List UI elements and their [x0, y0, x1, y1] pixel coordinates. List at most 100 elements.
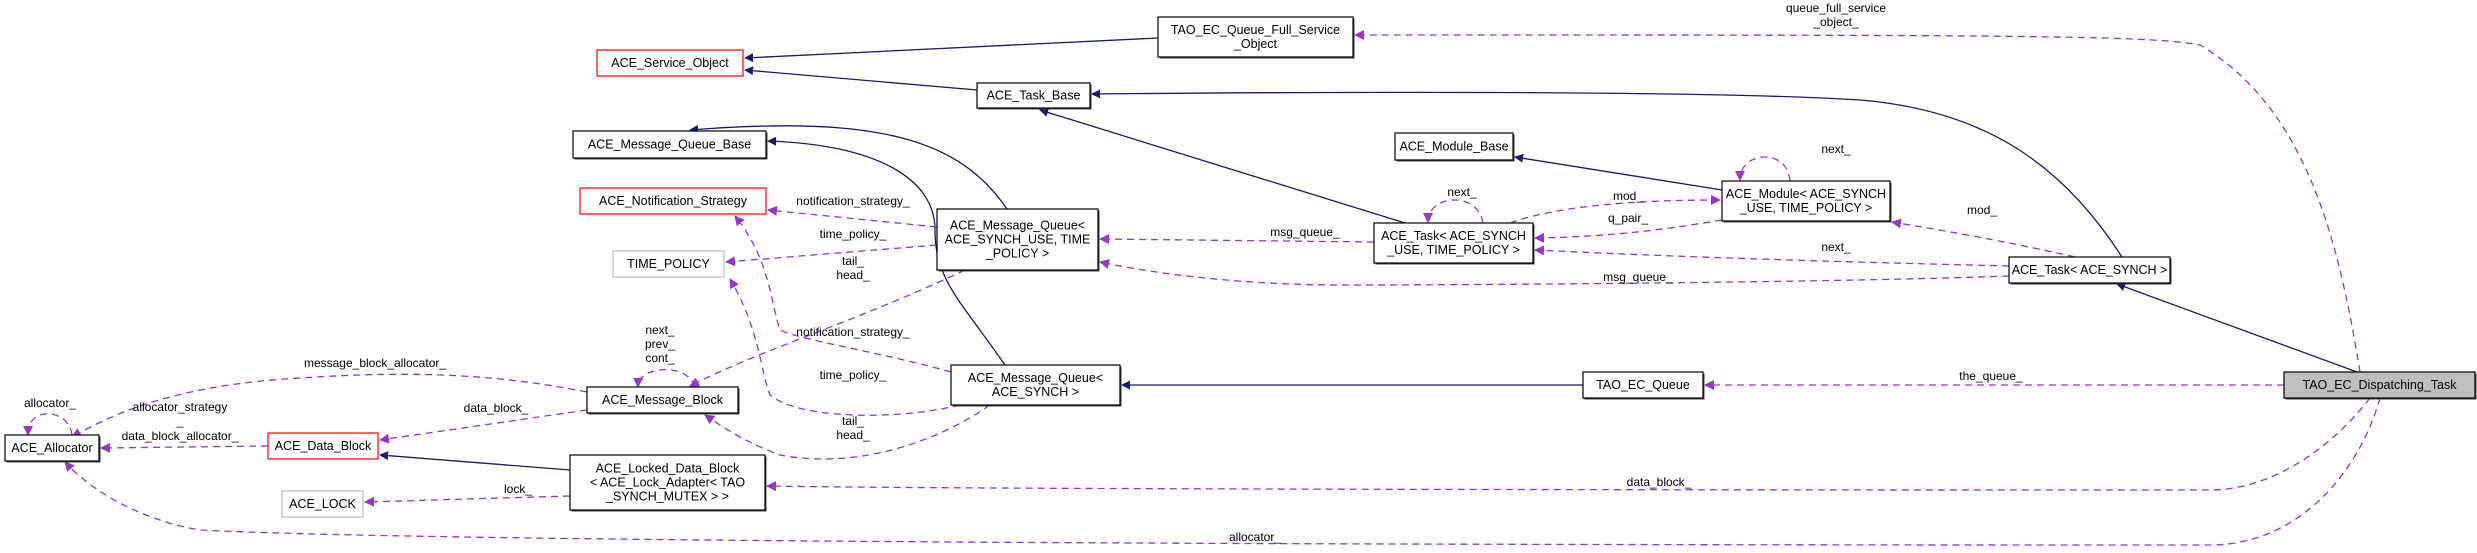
node-label: ACE_Allocator — [11, 441, 92, 455]
node-label: ACE_Service_Object — [611, 56, 729, 70]
edge-label: next_ — [1821, 240, 1851, 254]
edge-task-synch-task-tp — [1534, 245, 2010, 267]
node-box — [572, 130, 767, 159]
node-box — [267, 432, 379, 460]
edge-label: head_ — [836, 268, 870, 282]
node-label: ACE_Notification_Strategy — [599, 194, 748, 208]
class-node-task-synch[interactable]: ACE_Task< ACE_SYNCH > — [2008, 256, 2172, 285]
edge-task-tp-self-next — [1423, 199, 1484, 224]
node-box — [2283, 371, 2476, 399]
node-label: ACE_Message_Queue< — [968, 371, 1103, 385]
edge-queue-full-service-object-to-service-object — [744, 37, 1159, 63]
node-box — [579, 187, 767, 215]
edge-queue-full-service-object — [1354, 30, 2361, 373]
node-label: _Object — [1233, 37, 1278, 51]
node-box — [586, 386, 739, 414]
node-label: ACE_Locked_Data_Block — [596, 462, 741, 476]
edge-label: msg_queue_ — [1270, 225, 1340, 239]
class-node-locked-data-block[interactable]: ACE_Locked_Data_Block< ACE_Lock_Adapter<… — [569, 454, 767, 512]
node-label: ACE_SYNCH_USE, TIME — [945, 233, 1091, 247]
edge-label: _object_ — [1812, 15, 1859, 29]
class-node-message-queue-base[interactable]: ACE_Message_Queue_Base — [572, 130, 768, 160]
class-node-task-tp[interactable]: ACE_Task< ACE_SYNCH_USE, TIME_POLICY > — [1373, 222, 1535, 265]
edge-dispatching-task-locked-data-block — [766, 397, 2371, 492]
edge-module-tp-to-module-base — [1514, 153, 1723, 191]
edge-label: mod_ — [1967, 203, 1997, 217]
node-label: ACE_Message_Queue_Base — [588, 138, 751, 152]
edge-module-tp-task-tp — [1534, 219, 1723, 243]
class-node-module-tp[interactable]: ACE_Module< ACE_SYNCH_USE, TIME_POLICY > — [1721, 180, 1892, 223]
node-box — [936, 208, 1099, 271]
edge-message-block-self — [633, 368, 696, 388]
node-label: TAO_EC_Dispatching_Task — [2302, 378, 2457, 392]
node-label: ACE_Task< ACE_SYNCH — [1381, 229, 1526, 243]
class-node-ace-lock[interactable]: ACE_LOCK — [281, 490, 364, 518]
edge-label: q_pair_ — [1608, 211, 1648, 225]
edge-label: message_block_allocator_ — [304, 356, 446, 370]
edge-task-tp-to-task-base — [1039, 108, 1406, 224]
class-node-dispatching-task[interactable]: TAO_EC_Dispatching_Task — [2283, 371, 2477, 400]
edge-message-queue-tp-message-block — [689, 269, 966, 387]
edge-task-tp-message-queue-tp — [1099, 234, 1375, 245]
class-node-task-base[interactable]: ACE_Task_Base — [976, 82, 1092, 110]
edge-task-tp-module-tp — [1509, 195, 1721, 224]
node-label: TAO_EC_Queue_Full_Service — [1171, 23, 1340, 37]
edge-labels-layer: queue_full_service_object_ notification_s… — [24, 1, 2023, 544]
edge-locked-data-block-to-data-block — [379, 451, 571, 471]
edge-task-synch-to-task-base — [1091, 89, 2123, 258]
edge-message-queue-tp-notification-strategy — [767, 205, 938, 228]
class-node-time-policy[interactable]: TIME_POLICY — [612, 250, 725, 278]
edge-label: next_ — [1821, 142, 1851, 156]
edge-label: tail_ — [842, 414, 864, 428]
class-node-service-object[interactable]: ACE_Service_Object — [596, 49, 744, 77]
edge-label: tail_ — [842, 254, 864, 268]
edge-message-queue-tp-to-message-queue-base — [689, 124, 1008, 210]
class-node-ec-queue[interactable]: TAO_EC_Queue — [1582, 371, 1705, 400]
node-box — [569, 454, 766, 511]
edge-label: _ — [176, 414, 184, 428]
node-label: ACE_Data_Block — [275, 439, 372, 453]
node-label: ACE_Task< ACE_SYNCH > — [2012, 263, 2168, 277]
node-label: ACE_Message_Queue< — [950, 219, 1085, 233]
edge-label: data_block_allocator_ — [122, 429, 239, 443]
edge-label: next_ — [1447, 185, 1477, 199]
edge-locked-data-block-lock — [364, 495, 571, 507]
node-label: TAO_EC_Queue — [1596, 378, 1690, 392]
edge-label: allocator_ — [24, 396, 76, 410]
edge-allocator-self — [23, 413, 73, 436]
edge-label: queue_full_service — [1786, 1, 1886, 15]
edge-task-base-to-service-object — [744, 66, 978, 91]
node-box — [2008, 256, 2171, 284]
class-node-message-queue-tp[interactable]: ACE_Message_Queue<ACE_SYNCH_USE, TIME_PO… — [936, 208, 1100, 272]
node-label: _USE, TIME_POLICY > — [1739, 201, 1873, 215]
class-node-module-base[interactable]: ACE_Module_Base — [1394, 132, 1515, 162]
node-label: _SYNCH_MUTEX > > — [605, 490, 729, 504]
edge-dispatching-task-to-task-synch — [2116, 282, 2358, 373]
edge-task-synch-module-tp — [1891, 218, 2076, 258]
node-label: < ACE_Lock_Adapter< TAO — [590, 476, 745, 490]
class-node-message-queue-synch[interactable]: ACE_Message_Queue<ACE_SYNCH > — [950, 364, 1122, 407]
class-node-message-block[interactable]: ACE_Message_Block — [586, 386, 740, 415]
edge-label: lock_ — [504, 482, 532, 496]
class-node-queue-full-service-object[interactable]: TAO_EC_Queue_Full_Service_Object — [1157, 16, 1355, 59]
edge-message-queue-synch-message-block — [704, 404, 991, 460]
edge-label: msg_queue_ — [1603, 270, 1673, 284]
node-label: ACE_Task_Base — [987, 89, 1081, 103]
class-node-data-block[interactable]: ACE_Data_Block — [267, 432, 379, 460]
edge-label: time_policy_ — [820, 227, 887, 241]
edge-label: prev_ — [645, 337, 675, 351]
class-node-allocator[interactable]: ACE_Allocator — [4, 434, 101, 463]
edge-message-block-data-block — [379, 409, 588, 444]
node-box — [1157, 16, 1354, 58]
edge-label: the_queue_ — [1959, 369, 2023, 383]
edge-label: time_policy_ — [820, 368, 887, 382]
edge-label: allocator_ — [1229, 530, 1281, 544]
edge-label: notification_strategy_ — [796, 194, 910, 208]
node-label: ACE_LOCK — [289, 497, 356, 511]
edges-layer — [23, 30, 2381, 546]
edge-label: data_block_ — [1627, 475, 1692, 489]
node-label: TIME_POLICY — [627, 257, 710, 271]
class-node-notification-strategy[interactable]: ACE_Notification_Strategy — [579, 187, 767, 215]
edge-message-queue-synch-to-message-queue-base — [767, 136, 1006, 366]
